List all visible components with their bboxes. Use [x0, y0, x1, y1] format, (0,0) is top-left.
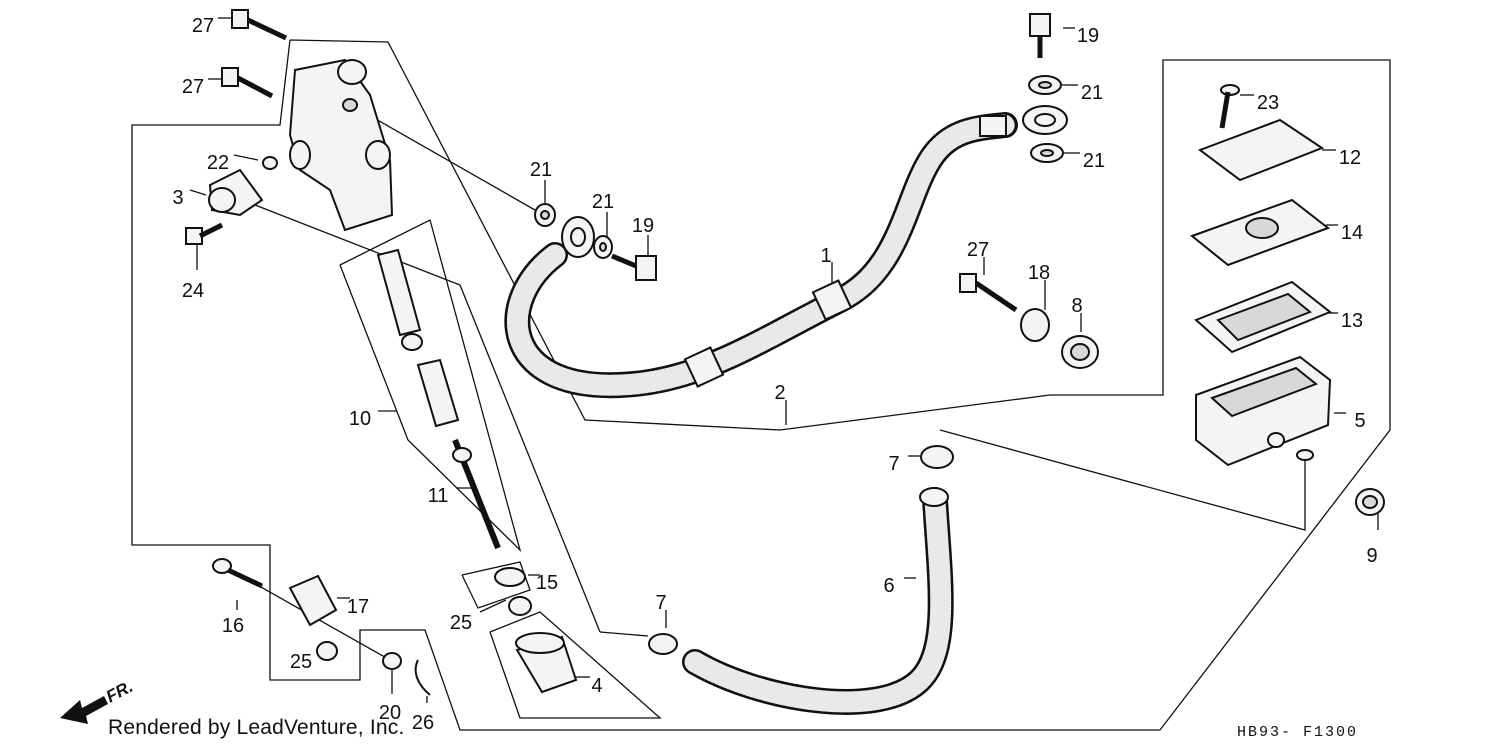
pivot-parts — [1020, 308, 1099, 369]
callout-17: 17 — [347, 596, 369, 618]
callout-11: 11 — [428, 485, 449, 507]
callout-7: 7 — [655, 592, 666, 614]
credit-text: Rendered by LeadVenture, Inc. — [108, 716, 405, 739]
clamps — [648, 445, 1385, 655]
callout-27: 27 — [192, 15, 214, 37]
callout-26: 26 — [412, 712, 434, 734]
callout-18: 18 — [1028, 262, 1050, 284]
callout-25: 25 — [290, 651, 312, 673]
piston-assembly — [376, 248, 501, 550]
callout-20: 20 — [379, 702, 401, 724]
lower-parts — [316, 567, 578, 694]
bolts — [185, 9, 1240, 313]
brake-hose — [504, 105, 1068, 399]
boundary-lines — [131, 39, 1391, 731]
callout-5: 5 — [1354, 410, 1365, 432]
direction-arrow — [60, 696, 108, 724]
callout-2: 2 — [774, 382, 785, 404]
callout-8: 8 — [1071, 295, 1082, 317]
callout-7: 7 — [888, 453, 899, 475]
callout-14: 14 — [1341, 222, 1363, 244]
callout-27: 27 — [182, 76, 204, 98]
callout-21: 21 — [1081, 82, 1103, 104]
callout-22: 22 — [207, 152, 229, 174]
callout-23: 23 — [1257, 92, 1279, 114]
callout-6: 6 — [883, 575, 894, 597]
leader-lines — [189, 17, 1379, 703]
callout-19: 19 — [1077, 25, 1099, 47]
callout-21: 21 — [530, 159, 552, 181]
callout-3: 3 — [172, 187, 183, 209]
callout-12: 12 — [1339, 147, 1361, 169]
callout-4: 4 — [591, 675, 602, 697]
callout-labels: 1234567789101112131415161718191920212121… — [172, 15, 1377, 734]
washers — [534, 75, 1064, 259]
master-cylinder — [288, 58, 394, 232]
reservoir-hose — [682, 487, 954, 715]
callout-25: 25 — [450, 612, 472, 634]
reservoir — [1189, 118, 1332, 467]
callout-9: 9 — [1366, 545, 1377, 567]
callout-13: 13 — [1341, 310, 1363, 332]
joint-part — [208, 156, 278, 217]
callout-27: 27 — [967, 239, 989, 261]
callout-10: 10 — [349, 408, 371, 430]
callout-16: 16 — [222, 615, 244, 637]
callout-24: 24 — [182, 280, 204, 302]
callout-19: 19 — [632, 215, 654, 237]
callout-21: 21 — [1083, 150, 1105, 172]
diagram-code: HB93- F1300 — [1237, 724, 1359, 741]
clevis — [212, 558, 431, 696]
callout-15: 15 — [536, 572, 558, 594]
callout-1: 1 — [820, 245, 831, 267]
callout-21: 21 — [592, 191, 614, 213]
